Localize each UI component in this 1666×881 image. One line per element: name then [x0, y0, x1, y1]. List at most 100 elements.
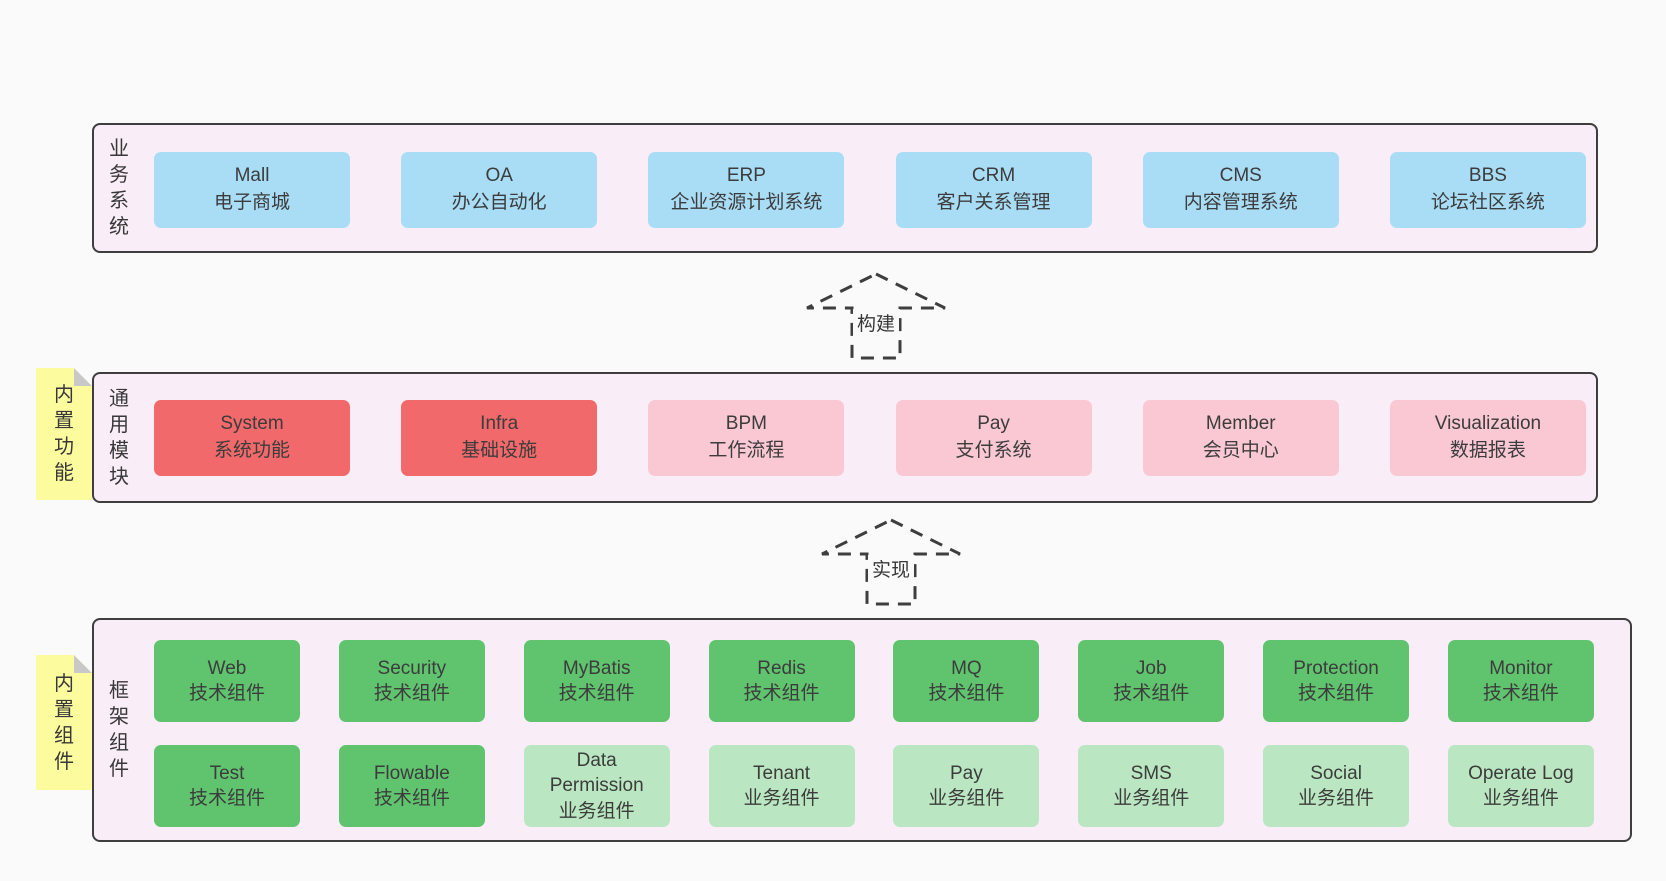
- box-subtitle: 技术组件: [188, 788, 265, 809]
- box-subtitle: 业务组件: [743, 788, 820, 809]
- box-test: Test 技术组件: [154, 745, 300, 827]
- box-bbs: BBS 论坛社区系统: [1389, 152, 1586, 228]
- layer-framework-components: 框架组件 Web 技术组件 Security 技术组件 MyBatis 技术组件…: [92, 618, 1632, 842]
- arrow-up-build-icon: 构建: [805, 272, 947, 360]
- note-built-in-components-text: 内置组件: [54, 672, 74, 773]
- box-title: Protection: [1293, 657, 1379, 679]
- box-subtitle: 技术组件: [928, 683, 1005, 704]
- note-fold-icon: [74, 368, 92, 386]
- business-box-row: Mall 电子商城 OA 办公自动化 ERP 企业资源计划系统 CRM 客户关系…: [154, 152, 1586, 228]
- box-title: OA: [485, 165, 513, 187]
- layer-modules-label-text: 通用模块: [109, 387, 129, 488]
- box-data-permission: Data Permission 业务组件: [523, 745, 670, 827]
- box-subtitle: 系统功能: [213, 440, 290, 461]
- components-box-row-2: Test 技术组件 Flowable 技术组件 Data Permission …: [154, 745, 1594, 827]
- layer-components-label-text: 框架组件: [109, 680, 129, 780]
- layer-business-label: 业务系统: [107, 125, 131, 251]
- box-subtitle: 基础设施: [461, 440, 538, 461]
- box-redis: Redis 技术组件: [708, 640, 855, 722]
- box-monitor: Monitor 技术组件: [1447, 640, 1594, 722]
- box-mq: MQ 技术组件: [893, 640, 1040, 722]
- box-visualization: Visualization 数据报表: [1389, 400, 1586, 476]
- box-crm: CRM 客户关系管理: [895, 152, 1092, 228]
- arrow-implement-label: 实现: [867, 555, 915, 582]
- layer-modules-label: 通用模块: [107, 374, 131, 501]
- box-protection: Protection 技术组件: [1263, 640, 1410, 722]
- note-built-in-features-text: 内置功能: [54, 384, 74, 484]
- box-subtitle: 办公自动化: [451, 192, 547, 213]
- box-subtitle: 业务组件: [1298, 788, 1375, 809]
- box-title: CRM: [971, 165, 1016, 187]
- box-member: Member 会员中心: [1142, 400, 1339, 476]
- box-subtitle: 技术组件: [373, 683, 450, 704]
- box-bpm: BPM 工作流程: [648, 400, 845, 476]
- box-title: Monitor: [1489, 657, 1553, 679]
- box-title: Flowable: [373, 762, 450, 784]
- box-title: Job: [1135, 657, 1167, 679]
- layer-common-modules: 通用模块 System 系统功能 Infra 基础设施 BPM 工作流程 Pay…: [92, 372, 1598, 503]
- box-subtitle: 电子商城: [213, 192, 290, 213]
- arrow-build-label: 构建: [852, 309, 900, 336]
- components-box-row-1: Web 技术组件 Security 技术组件 MyBatis 技术组件 Redi…: [154, 640, 1594, 722]
- box-title: Operate Log: [1468, 762, 1574, 784]
- box-subtitle: 技术组件: [188, 683, 265, 704]
- box-tenant: Tenant 业务组件: [708, 745, 855, 827]
- box-erp: ERP 企业资源计划系统: [648, 152, 845, 228]
- box-flowable: Flowable 技术组件: [338, 745, 485, 827]
- box-title: Infra: [480, 413, 519, 435]
- box-subtitle: 业务组件: [558, 800, 635, 822]
- box-oa: OA 办公自动化: [401, 152, 598, 228]
- box-subtitle: 业务组件: [1482, 788, 1559, 809]
- box-title: Member: [1205, 413, 1276, 435]
- box-title: Tenant: [753, 762, 811, 784]
- box-pay-module: Pay 支付系统: [895, 400, 1092, 476]
- note-fold-icon: [74, 655, 92, 673]
- box-subtitle: 数据报表: [1449, 440, 1526, 461]
- box-title: Mall: [234, 165, 270, 187]
- box-mybatis: MyBatis 技术组件: [523, 640, 670, 722]
- arrow-up-implement-icon: 实现: [820, 518, 962, 606]
- box-title: Pay: [977, 413, 1010, 435]
- box-title: BBS: [1468, 165, 1507, 187]
- box-title: SMS: [1130, 762, 1172, 784]
- box-job: Job 技术组件: [1078, 640, 1225, 722]
- box-web: Web 技术组件: [154, 640, 300, 722]
- box-title: BPM: [725, 413, 767, 435]
- box-title: Social: [1310, 762, 1362, 784]
- box-subtitle: 业务组件: [928, 788, 1005, 809]
- layer-business-systems: 业务系统 Mall 电子商城 OA 办公自动化 ERP 企业资源计划系统 CRM…: [92, 123, 1598, 253]
- layer-components-label: 框架组件: [107, 620, 131, 840]
- box-infra: Infra 基础设施: [401, 400, 598, 476]
- layer-business-label-text: 业务系统: [109, 138, 129, 238]
- box-title: Pay: [950, 762, 983, 784]
- box-title: Test: [209, 762, 245, 784]
- box-subtitle: 技术组件: [1113, 683, 1190, 704]
- box-title: CMS: [1219, 165, 1262, 187]
- box-social: Social 业务组件: [1263, 745, 1410, 827]
- box-subtitle: 工作流程: [708, 440, 785, 461]
- box-subtitle: 客户关系管理: [936, 192, 1051, 213]
- box-subtitle: 技术组件: [743, 683, 820, 704]
- note-built-in-features: 内置功能: [36, 368, 92, 500]
- box-title: MyBatis: [562, 657, 631, 679]
- box-title: Redis: [757, 657, 806, 679]
- box-subtitle: 会员中心: [1202, 440, 1279, 461]
- box-subtitle: 技术组件: [1298, 683, 1375, 704]
- box-title: System: [220, 413, 284, 435]
- box-operate-log: Operate Log 业务组件: [1447, 745, 1594, 827]
- box-pay-component: Pay 业务组件: [893, 745, 1040, 827]
- box-subtitle: 企业资源计划系统: [670, 192, 823, 213]
- box-security: Security 技术组件: [338, 640, 485, 722]
- box-sms: SMS 业务组件: [1078, 745, 1225, 827]
- box-system: System 系统功能: [154, 400, 350, 476]
- note-built-in-components: 内置组件: [36, 655, 92, 790]
- box-mall: Mall 电子商城: [154, 152, 350, 228]
- modules-box-row: System 系统功能 Infra 基础设施 BPM 工作流程 Pay 支付系统…: [154, 400, 1586, 476]
- box-title: Visualization: [1434, 413, 1542, 435]
- box-subtitle: 支付系统: [955, 440, 1032, 461]
- box-subtitle: 业务组件: [1113, 788, 1190, 809]
- box-cms: CMS 内容管理系统: [1142, 152, 1339, 228]
- box-title: Web: [207, 657, 247, 679]
- box-subtitle: 技术组件: [1482, 683, 1559, 704]
